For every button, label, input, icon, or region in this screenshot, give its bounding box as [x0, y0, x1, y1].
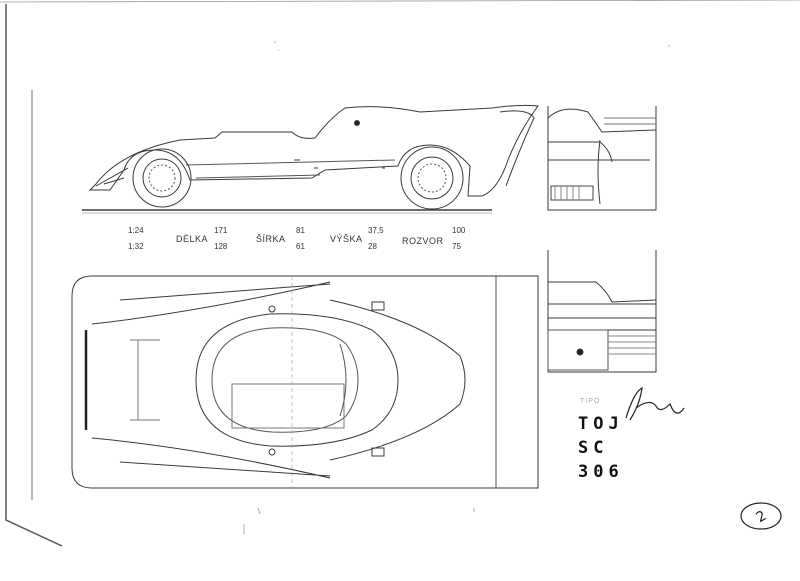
dimension-label-width: ŠÍRKA	[256, 234, 286, 244]
front-grille	[547, 329, 609, 371]
nose-detail	[95, 167, 129, 187]
page-mark: 2	[740, 502, 782, 530]
dimension-height-1-24: 37,5	[368, 226, 384, 235]
front-view-frame	[547, 250, 657, 373]
rear-light-box	[550, 185, 594, 201]
dimension-height-1-32: 28	[368, 242, 377, 251]
model-line-2: SC	[578, 438, 609, 458]
dimension-wheelbase-1-24: 100	[452, 226, 466, 235]
dimension-wheelbase-1-32: 75	[452, 242, 461, 251]
dimension-width-1-24: 81	[296, 226, 305, 235]
top-outline	[71, 275, 539, 489]
dimension-length-1-32: 128	[214, 242, 228, 251]
dimension-width-1-32: 61	[296, 242, 305, 251]
scale-1-24: 1:24	[128, 226, 144, 235]
rear-view-body	[547, 108, 657, 205]
scale-1-32: 1:32	[128, 242, 144, 251]
page-mark-number: 2	[754, 508, 770, 526]
scan-edge-left	[5, 4, 63, 547]
rear-wheel	[400, 146, 464, 210]
front-view-body	[548, 281, 657, 331]
mirror	[294, 159, 385, 169]
body-outline	[88, 104, 539, 197]
side-view	[82, 104, 539, 214]
fender-upper	[329, 299, 466, 461]
front-grille-lines	[608, 335, 656, 355]
dimension-label-height: VÝŠKA	[330, 234, 363, 244]
dimension-label-wheelbase: ROZVOR	[402, 236, 444, 246]
filler-cap-upper	[268, 305, 276, 313]
windscreen	[339, 343, 347, 417]
canopy-outer	[195, 313, 399, 447]
belt-line	[185, 159, 396, 166]
vent-lower	[371, 447, 385, 457]
filler-cap-lower	[268, 448, 276, 456]
model-line-3: 306	[578, 462, 624, 482]
front-wheel	[132, 148, 192, 208]
vent-upper	[371, 301, 385, 311]
side-pod	[130, 339, 160, 421]
rear-view-frame	[547, 106, 657, 211]
front-badge	[576, 348, 584, 356]
body-curve-upper	[91, 281, 331, 325]
body-curve-lower	[91, 437, 331, 479]
dimension-length-1-24: 171	[214, 226, 228, 235]
sill-line	[195, 174, 321, 179]
model-line-1: TOJ	[578, 414, 624, 434]
fuel-filler	[354, 120, 360, 126]
top-view	[71, 275, 539, 489]
rear-view-lines	[604, 117, 656, 125]
rear-wing	[499, 110, 535, 187]
scan-edge-top	[0, 0, 800, 3]
rear-view-column	[547, 106, 657, 373]
scan-specks	[243, 41, 670, 534]
rear-light-grid	[554, 186, 580, 200]
signature	[625, 386, 685, 421]
cockpit-floor	[231, 383, 345, 429]
canopy-inner	[211, 327, 359, 433]
dimension-label-length: DÉLKA	[176, 234, 209, 244]
stamp-text: TIPO	[580, 398, 601, 405]
